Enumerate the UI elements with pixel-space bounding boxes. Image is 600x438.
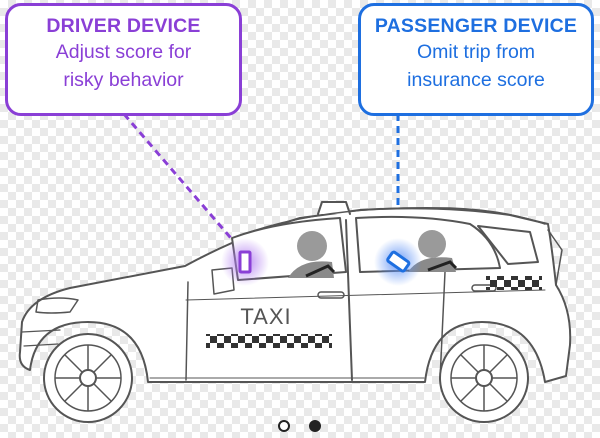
passenger-callout-line-1: Omit trip from [416, 41, 536, 63]
passenger-device-callout: PASSENGER DEVICE Omit trip from insuranc… [358, 3, 594, 116]
driver-silhouette [288, 231, 336, 278]
driver-callout-title: DRIVER DEVICE [46, 15, 201, 37]
checker-stripe-rear [486, 276, 542, 290]
front-wheel [43, 333, 133, 423]
driver-callout-line-1: Adjust score for [55, 41, 192, 63]
taxi-door-label: TAXI [240, 304, 291, 329]
rear-wheel [439, 333, 529, 423]
passenger-callout-line-2: insurance score [407, 69, 545, 91]
driver-pointer-line [122, 113, 238, 245]
carousel-pager [0, 417, 600, 437]
passenger-callout-title: PASSENGER DEVICE [374, 15, 578, 37]
pager-dot-2[interactable] [309, 420, 321, 432]
pager-dot-1[interactable] [278, 420, 290, 432]
passenger-device-icon [386, 250, 411, 273]
driver-device-callout: DRIVER DEVICE Adjust score for risky beh… [5, 3, 242, 116]
checker-stripe-door [206, 334, 332, 348]
driver-device-icon [238, 250, 252, 274]
driver-callout-line-2: risky behavior [63, 69, 184, 91]
